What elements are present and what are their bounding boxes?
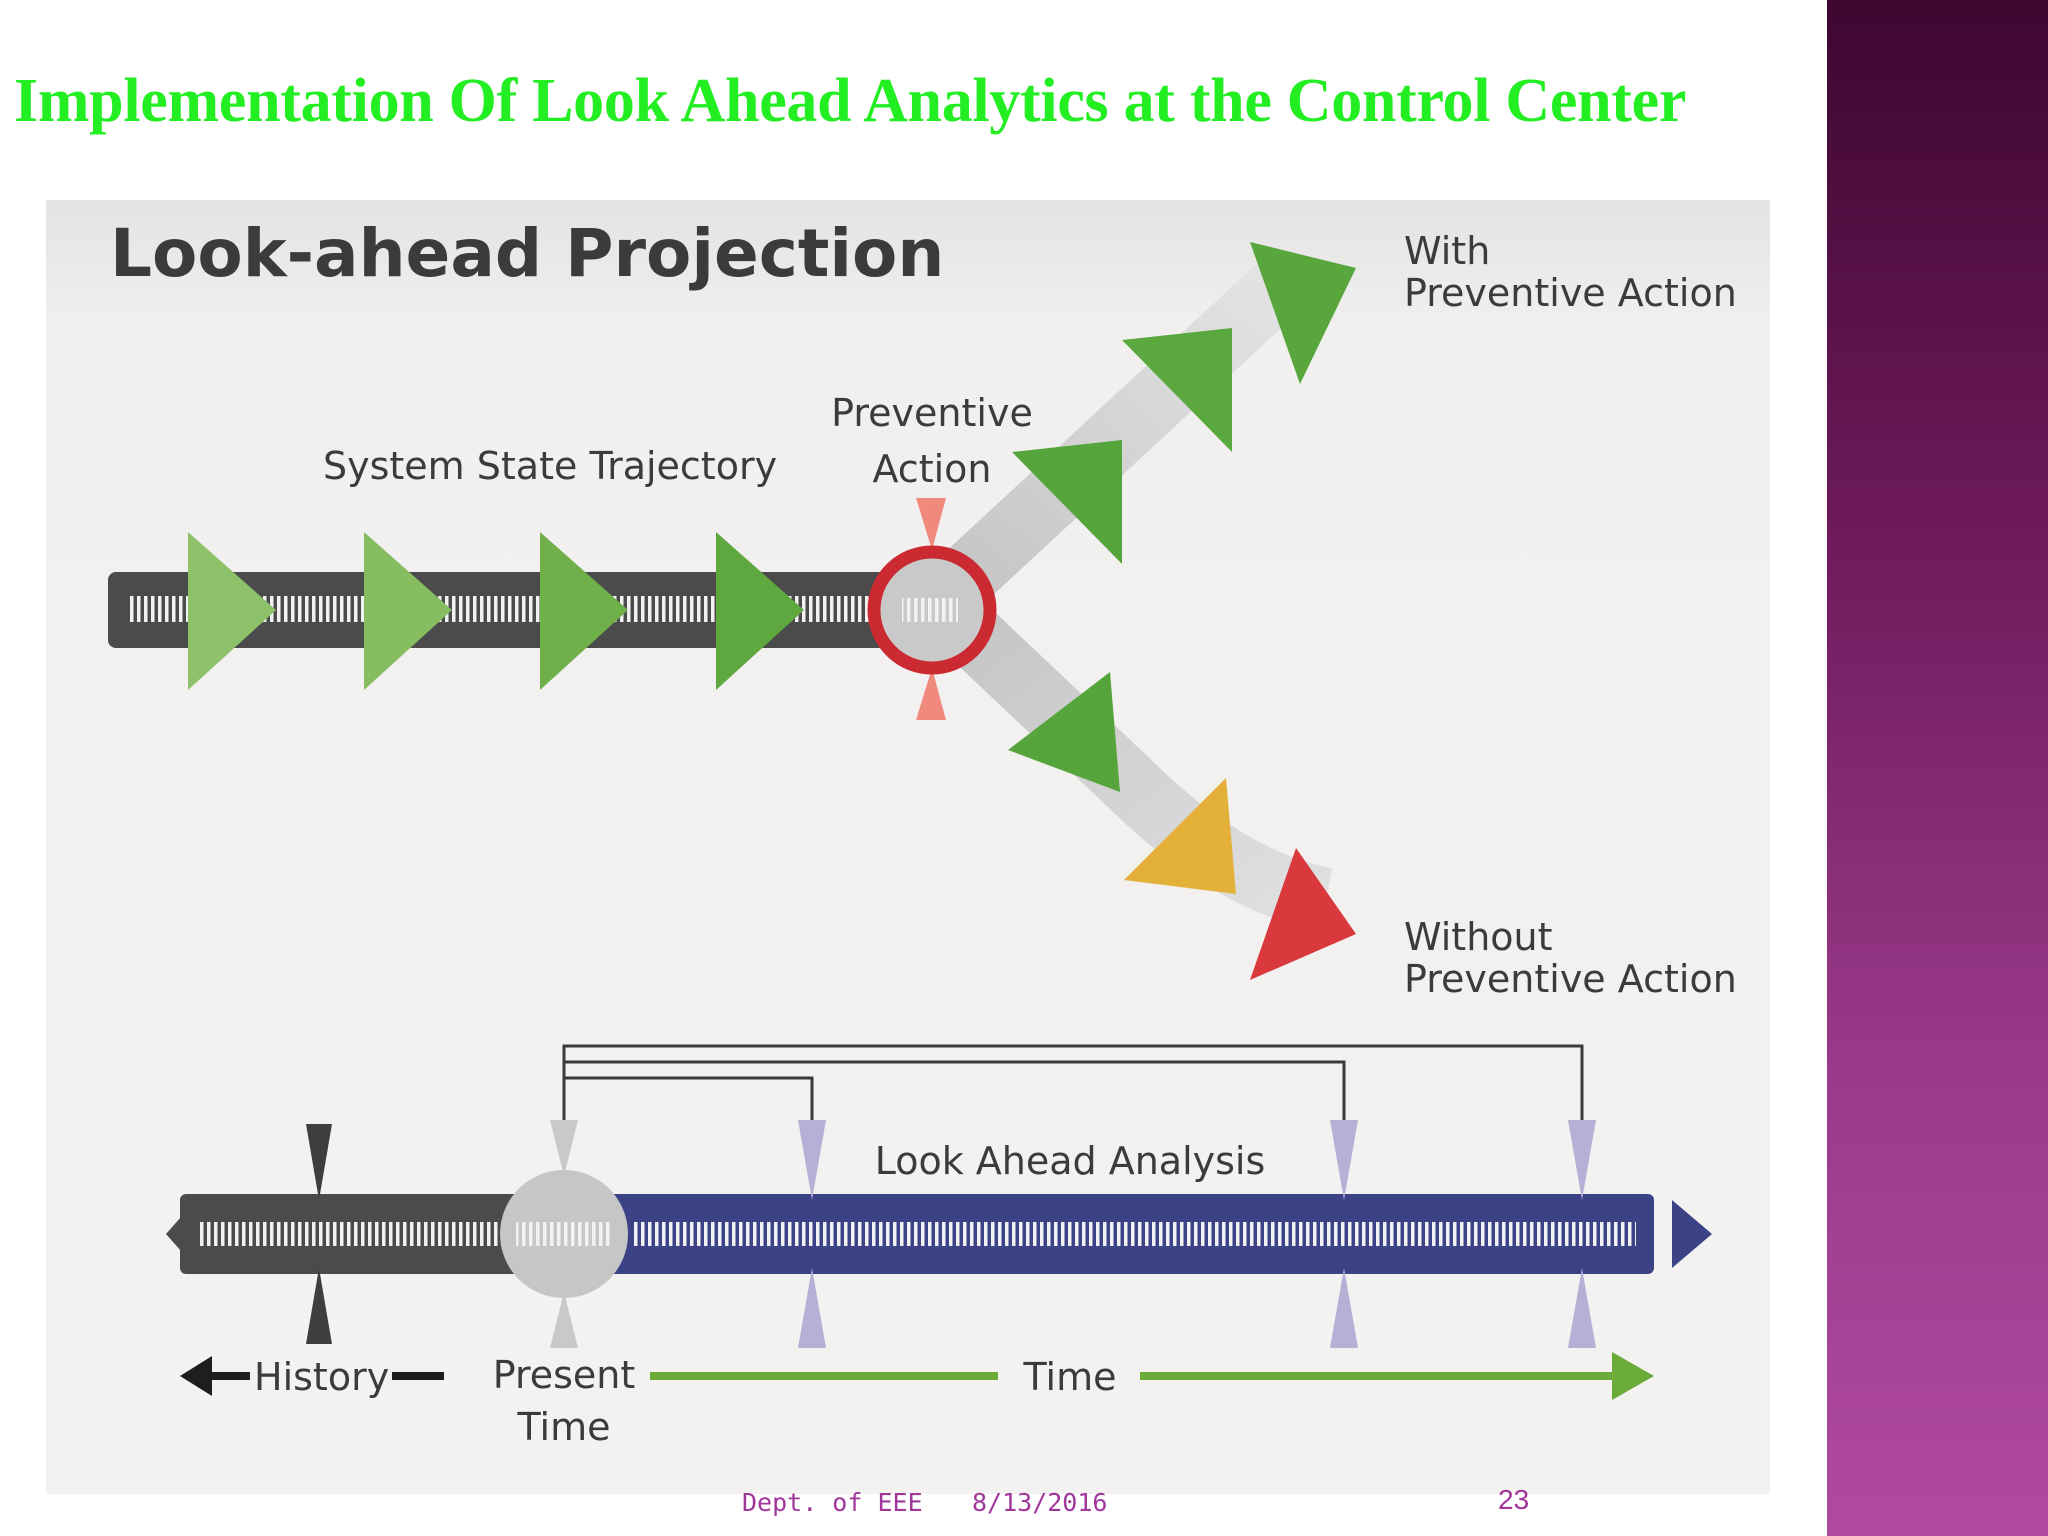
present-top-wedge — [550, 1120, 578, 1176]
lookahead-tick-3-bottom — [1568, 1268, 1596, 1348]
up-arrow-3 — [1250, 242, 1356, 384]
diagram-graphic: Look-ahead Projection System State Traje… — [108, 215, 1737, 1449]
down-arrow-2 — [1124, 778, 1236, 894]
history-line — [392, 1372, 444, 1380]
decorative-sidebar — [1827, 0, 2048, 1536]
timeline-right-arrow — [1672, 1200, 1712, 1268]
time-label: Time — [1023, 1355, 1117, 1399]
lookahead-tick-2-bottom — [1330, 1268, 1358, 1348]
look-ahead-diagram: Look-ahead Projection System State Traje… — [46, 200, 1770, 1494]
preventive-label-line1: Preventive — [831, 391, 1033, 435]
trajectory-label: System State Trajectory — [323, 444, 777, 488]
diagram-heading: Look-ahead Projection — [110, 215, 944, 292]
present-bottom-wedge — [550, 1292, 578, 1348]
history-bottom-wedge — [306, 1268, 332, 1344]
up-arrow-1 — [1012, 440, 1122, 564]
time-arrow-head — [1612, 1352, 1654, 1400]
with-label-line1: With — [1404, 229, 1490, 273]
trajectory-arrow-3 — [540, 532, 628, 690]
history-label: History — [254, 1355, 389, 1399]
trajectory-arrow-1 — [188, 532, 276, 690]
present-label-line2: Time — [517, 1405, 611, 1449]
analysis-ticks — [632, 1222, 1636, 1246]
preventive-label-line2: Action — [872, 447, 991, 491]
history-top-wedge — [306, 1124, 332, 1200]
down-arrow-1 — [1008, 672, 1120, 792]
without-label-line2: Preventive Action — [1404, 957, 1737, 1001]
without-label-line1: Without — [1404, 915, 1553, 959]
branch-down — [924, 586, 1333, 932]
analysis-label: Look Ahead Analysis — [875, 1139, 1266, 1183]
slide-title: Implementation Of Look Ahead Analytics a… — [14, 67, 1687, 135]
down-arrow-3 — [1250, 848, 1356, 980]
trajectory-arrow-2 — [364, 532, 452, 690]
history-arrow-head — [180, 1356, 212, 1396]
analysis-brackets — [562, 1044, 1584, 1120]
present-label-line1: Present — [493, 1353, 636, 1397]
with-label-line2: Preventive Action — [1404, 271, 1737, 315]
time-line-right — [1140, 1372, 1622, 1380]
up-arrow-2 — [1122, 328, 1232, 452]
footer-date: 8/13/2016 — [972, 1488, 1108, 1517]
marker-bottom-wedge — [916, 668, 946, 720]
lookahead-tick-3-top — [1568, 1120, 1596, 1200]
trajectory-arrow-4 — [716, 532, 804, 690]
present-ticks — [516, 1222, 612, 1246]
footer-department: Dept. of EEE — [742, 1488, 923, 1517]
preventive-action-marker — [867, 545, 997, 675]
lookahead-tick-2-top — [1330, 1120, 1358, 1200]
slide-number: 23 — [1498, 1484, 1530, 1515]
time-line-left — [650, 1372, 998, 1380]
lookahead-tick-1-top — [798, 1120, 826, 1200]
lookahead-tick-1-bottom — [798, 1268, 826, 1348]
marker-ticks — [902, 598, 958, 622]
history-arrow-stem — [206, 1372, 250, 1380]
marker-top-wedge — [916, 498, 946, 550]
